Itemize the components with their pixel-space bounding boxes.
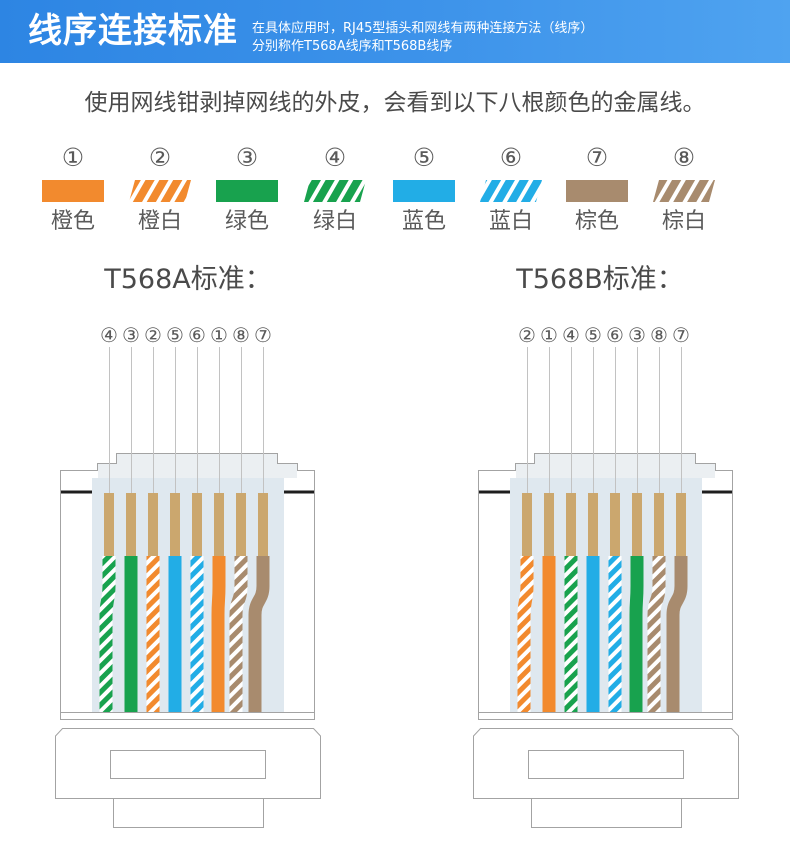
wire-color-label: 蓝色 [401, 209, 446, 234]
wire-legend-item: ③ 绿色 [207, 143, 287, 239]
wire-number: ③ [235, 143, 259, 172]
wire [229, 556, 248, 712]
sequence-number: ⑤ [584, 323, 602, 347]
gold-pin [170, 493, 180, 556]
sequence-number: ⑦ [672, 323, 690, 347]
wire-number: ⑤ [412, 143, 436, 172]
gold-pin [654, 493, 664, 556]
gold-pin [632, 493, 642, 556]
gold-pin [148, 493, 158, 556]
wire-number: ⑧ [672, 143, 696, 172]
wire-color-swatch [42, 180, 104, 202]
wire-number: ④ [323, 143, 347, 172]
wire-color-swatch [129, 180, 191, 202]
sequence-number: ⑦ [254, 323, 272, 347]
gold-pin [104, 493, 114, 556]
sequence-number: ② [518, 323, 536, 347]
intro-text: 使用网线钳剥掉网线的外皮，会看到以下八根颜色的金属线。 [84, 90, 706, 116]
wire-color-label: 棕色 [574, 209, 619, 234]
wire-color-swatch [393, 180, 455, 202]
wire-color-label: 蓝白 [488, 209, 533, 234]
gold-pin [676, 493, 686, 556]
t568b-title: T568B标准： [516, 264, 684, 295]
wire-number: ① [61, 143, 85, 172]
gold-pin [566, 493, 576, 556]
wire-color-swatch [216, 180, 278, 202]
gold-pin [236, 493, 246, 556]
sequence-number: ⑤ [166, 323, 184, 347]
wire-color-swatch [480, 180, 542, 202]
wire-color-swatch [304, 180, 366, 202]
wire [211, 556, 226, 712]
gold-pin [610, 493, 620, 556]
sequence-number: ⑧ [650, 323, 668, 347]
wire-color-swatch [566, 180, 628, 202]
header-banner: 线序连接标准 在具体应用时，RJ45型插头和网线有两种连接方法（线序） 分别称作… [0, 0, 790, 63]
plug-lower-slot [110, 750, 266, 779]
wire-legend-item: ⑦ 棕色 [557, 143, 637, 239]
wire-color-swatch [653, 180, 715, 202]
plug-tab [113, 798, 264, 828]
wire-color-swatches [42, 180, 715, 202]
wire-color-label: 绿色 [224, 209, 269, 234]
t568a-title: T568A标准： [104, 264, 272, 295]
wire-color-label: 绿白 [312, 209, 357, 234]
wire-number: ② [148, 143, 172, 172]
wire-color-label: 橙色 [50, 209, 95, 234]
sequence-number: ④ [562, 323, 580, 347]
gold-pin [192, 493, 202, 556]
wire [517, 556, 534, 712]
wire [248, 556, 270, 712]
wire-number: ⑥ [499, 143, 523, 172]
wire-legend-item: ⑧ 棕白 [644, 143, 724, 239]
gold-pin [214, 493, 224, 556]
sequence-number: ⑥ [606, 323, 624, 347]
wire-legend-item: ② 橙白 [120, 143, 200, 239]
wire-legend-item: ⑥ 蓝白 [471, 143, 551, 239]
wire [647, 556, 666, 712]
wire [666, 556, 688, 712]
page-title: 线序连接标准 [28, 11, 238, 51]
wire [629, 556, 644, 712]
sequence-number: ① [210, 323, 228, 347]
wire-legend-item: ④ 绿白 [295, 143, 375, 239]
gold-pin [522, 493, 532, 556]
wire-legend-item: ⑤ 蓝色 [384, 143, 464, 239]
sequence-number: ② [144, 323, 162, 347]
page-subtitle: 在具体应用时，RJ45型插头和网线有两种连接方法（线序） 分别称作T568A线序… [252, 20, 593, 56]
sequence-number: ③ [628, 323, 646, 347]
wire-number: ⑦ [585, 143, 609, 172]
subtitle-line: 分别称作T568A线序和T568B线序 [252, 39, 453, 54]
wire-color-label: 棕白 [661, 209, 706, 234]
wire [99, 556, 116, 712]
sequence-number: ⑧ [232, 323, 250, 347]
sequence-number: ③ [122, 323, 140, 347]
sequence-number: ⑥ [188, 323, 206, 347]
sequence-number: ① [540, 323, 558, 347]
gold-pin [126, 493, 136, 556]
gold-pin [258, 493, 268, 556]
wire-legend-item: ① 橙色 [33, 143, 113, 239]
plug-tab [531, 798, 682, 828]
gold-pin [544, 493, 554, 556]
gold-pin [588, 493, 598, 556]
sequence-number: ④ [100, 323, 118, 347]
plug-lower-slot [528, 750, 684, 779]
wire-color-label: 橙白 [137, 209, 182, 234]
subtitle-line: 在具体应用时，RJ45型插头和网线有两种连接方法（线序） [252, 21, 594, 36]
